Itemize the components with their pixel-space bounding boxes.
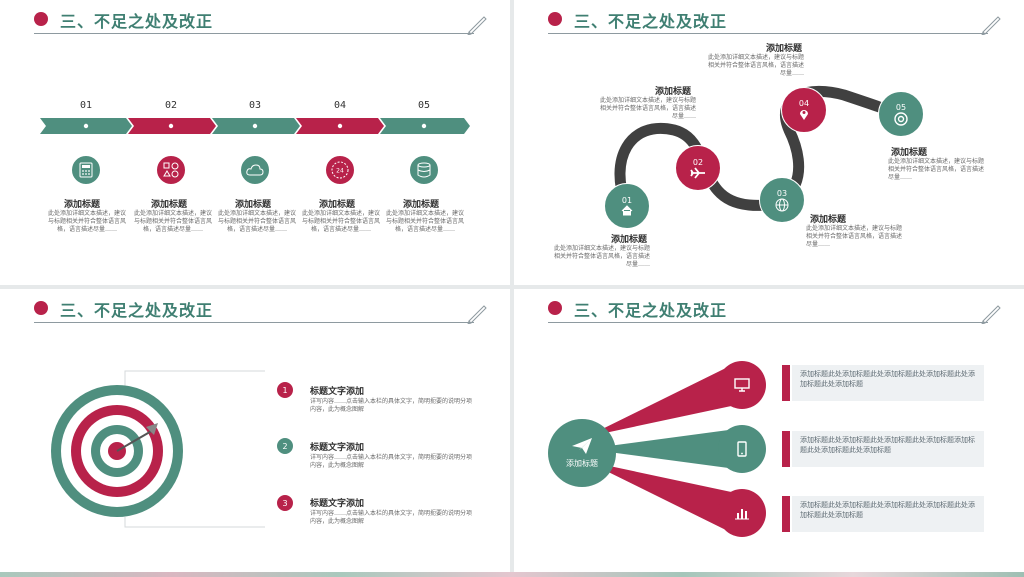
node-text: 此处添加详细文本描述，建议与标题相关并符合整体语言风格，语言描述尽量…… xyxy=(707,54,804,77)
page-title: 三、不足之处及改正 xyxy=(60,12,214,31)
timeline-arrow-band xyxy=(40,118,470,134)
item-text: 详写内容……点击输入本栏的具体文字，简明扼要的说明分项内容，此为概念图解 xyxy=(310,510,473,525)
center-circle: 添加标题 xyxy=(548,419,616,487)
node-text: 此处添加详细文本描述，建议与标题相关并符合整体语言风格，语言描述尽量…… xyxy=(888,158,985,181)
shapes-icon xyxy=(156,155,186,185)
item-text: 添加标题此处添加标题此处添加标题此处添加标题此处添加标题此处添加标题 xyxy=(792,365,984,401)
item-text: 添加标题此处添加标题此处添加标题此处添加标题此处添加标题此处添加标题 xyxy=(792,496,984,532)
step-number: 01 xyxy=(80,100,93,111)
step-title: 添加标题 xyxy=(64,200,101,210)
paper-plane-icon xyxy=(572,438,592,454)
step-title: 添加标题 xyxy=(319,200,356,210)
step-number: 02 xyxy=(165,100,178,111)
step-title: 添加标题 xyxy=(235,200,272,210)
slide-road[interactable]: 三、不足之处及改正 01 添加标题 此处添加详细文本描述，建议与标题相关并符合整… xyxy=(514,0,1024,285)
bar-chart-icon xyxy=(718,489,766,537)
pen-icon xyxy=(467,305,487,324)
item-title: 标题文字添加 xyxy=(310,499,365,509)
node-title: 添加标题 xyxy=(891,148,928,158)
step-title: 添加标题 xyxy=(403,200,440,210)
step-title: 添加标题 xyxy=(151,200,188,210)
mobile-icon xyxy=(718,425,766,473)
funnel-rays xyxy=(586,363,736,535)
item-accent xyxy=(782,431,790,467)
pen-icon xyxy=(981,305,1001,324)
step-text: 此处添加详细文本描述，建议与标题相关并符合整体语言风格，语言描述尽量…… xyxy=(386,210,465,233)
header-divider xyxy=(548,33,988,34)
item-text: 详写内容……点击输入本栏的具体文字，简明扼要的说明分项内容，此为概念图解 xyxy=(310,398,473,413)
pen-icon xyxy=(467,16,487,35)
phone-24-icon: 24 xyxy=(325,155,355,185)
node-text: 此处添加详细文本描述，建议与标题相关并符合整体语言风格，语言描述尽量…… xyxy=(599,97,696,120)
slide-target[interactable]: 三、不足之处及改正 1 标题文字添加 详写内容……点击输入本栏的具体文字，简明扼… xyxy=(0,289,510,574)
step-text: 此处添加详细文本描述，建议与标题相关并符合整体语言风格，语言描述尽量…… xyxy=(134,210,213,233)
lifebuoy-icon xyxy=(894,111,908,126)
node-number: 04 xyxy=(798,99,810,108)
node-text: 此处添加详细文本描述，建议与标题相关并符合整体语言风格，语言描述尽量…… xyxy=(553,245,650,268)
header-divider xyxy=(34,322,474,323)
item-accent xyxy=(782,496,790,532)
item-title: 标题文字添加 xyxy=(310,443,365,453)
airplane-icon xyxy=(690,166,705,179)
page-title: 三、不足之处及改正 xyxy=(60,301,214,320)
node-title: 添加标题 xyxy=(655,87,692,97)
node-title: 添加标题 xyxy=(810,215,847,225)
location-pin-icon xyxy=(800,110,808,120)
node-04: 04 xyxy=(781,87,827,133)
item-number-badge: 2 xyxy=(276,437,294,455)
header-dot xyxy=(34,301,48,315)
cloud-icon xyxy=(240,155,270,185)
item-number-badge: 1 xyxy=(276,381,294,399)
step-text: 此处添加详细文本描述，建议与标题相关并符合整体语言风格，语言描述尽量…… xyxy=(302,210,381,233)
step-text: 此处添加详细文本描述，建议与标题相关并符合整体语言风格，语言描述尽量…… xyxy=(218,210,297,233)
globe-icon xyxy=(775,198,789,211)
page-title: 三、不足之处及改正 xyxy=(574,301,728,320)
step-number: 03 xyxy=(249,100,262,111)
node-03: 03 xyxy=(759,177,805,223)
calculator-icon xyxy=(71,155,101,185)
header-divider xyxy=(548,322,988,323)
header-dot xyxy=(34,12,48,26)
node-number: 05 xyxy=(895,102,907,112)
step-number: 05 xyxy=(418,100,431,111)
item-number-badge: 3 xyxy=(276,494,294,512)
header-dot xyxy=(548,12,562,26)
node-title: 添加标题 xyxy=(766,44,803,54)
pen-icon xyxy=(981,16,1001,35)
step-number: 04 xyxy=(334,100,347,111)
slide-funnel[interactable]: 三、不足之处及改正 添加标题 添加标题此处添加标题此处添加标题此处添加标题此处添… xyxy=(514,289,1024,574)
target-diagram xyxy=(51,370,265,528)
node-number: 01 xyxy=(621,196,633,205)
node-title: 添加标题 xyxy=(611,235,648,245)
step-text: 此处添加详细文本描述，建议与标题相关并符合整体语言风格，语言描述尽量…… xyxy=(48,210,127,233)
svg-text:24: 24 xyxy=(336,168,344,175)
database-icon xyxy=(409,155,439,185)
bottom-floral-strip xyxy=(0,572,1024,577)
item-text: 添加标题此处添加标题此处添加标题此处添加标题添加标题此处添加标题此处添加标题 xyxy=(792,431,984,467)
item-text: 详写内容……点击输入本栏的具体文字，简明扼要的说明分项内容，此为概念图解 xyxy=(310,454,473,469)
header-divider xyxy=(34,33,474,34)
monitor-icon xyxy=(718,361,766,409)
center-label: 添加标题 xyxy=(566,459,598,468)
slide-timeline[interactable]: 三、不足之处及改正 01 添加标题 此处添加详细文本描述，建议与标题相关并符合整… xyxy=(0,0,510,285)
node-text: 此处添加详细文本描述，建议与标题相关并符合整体语言风格，语言描述尽量…… xyxy=(806,225,903,248)
item-title: 标题文字添加 xyxy=(310,387,365,397)
node-number: 02 xyxy=(692,157,704,167)
node-number: 03 xyxy=(776,188,788,198)
node-02: 02 xyxy=(675,145,721,191)
header-dot xyxy=(548,301,562,315)
item-accent xyxy=(782,365,790,401)
node-05: 05 xyxy=(878,91,924,137)
home-icon xyxy=(621,205,633,216)
node-01: 01 xyxy=(604,183,650,229)
page-title: 三、不足之处及改正 xyxy=(574,12,728,31)
